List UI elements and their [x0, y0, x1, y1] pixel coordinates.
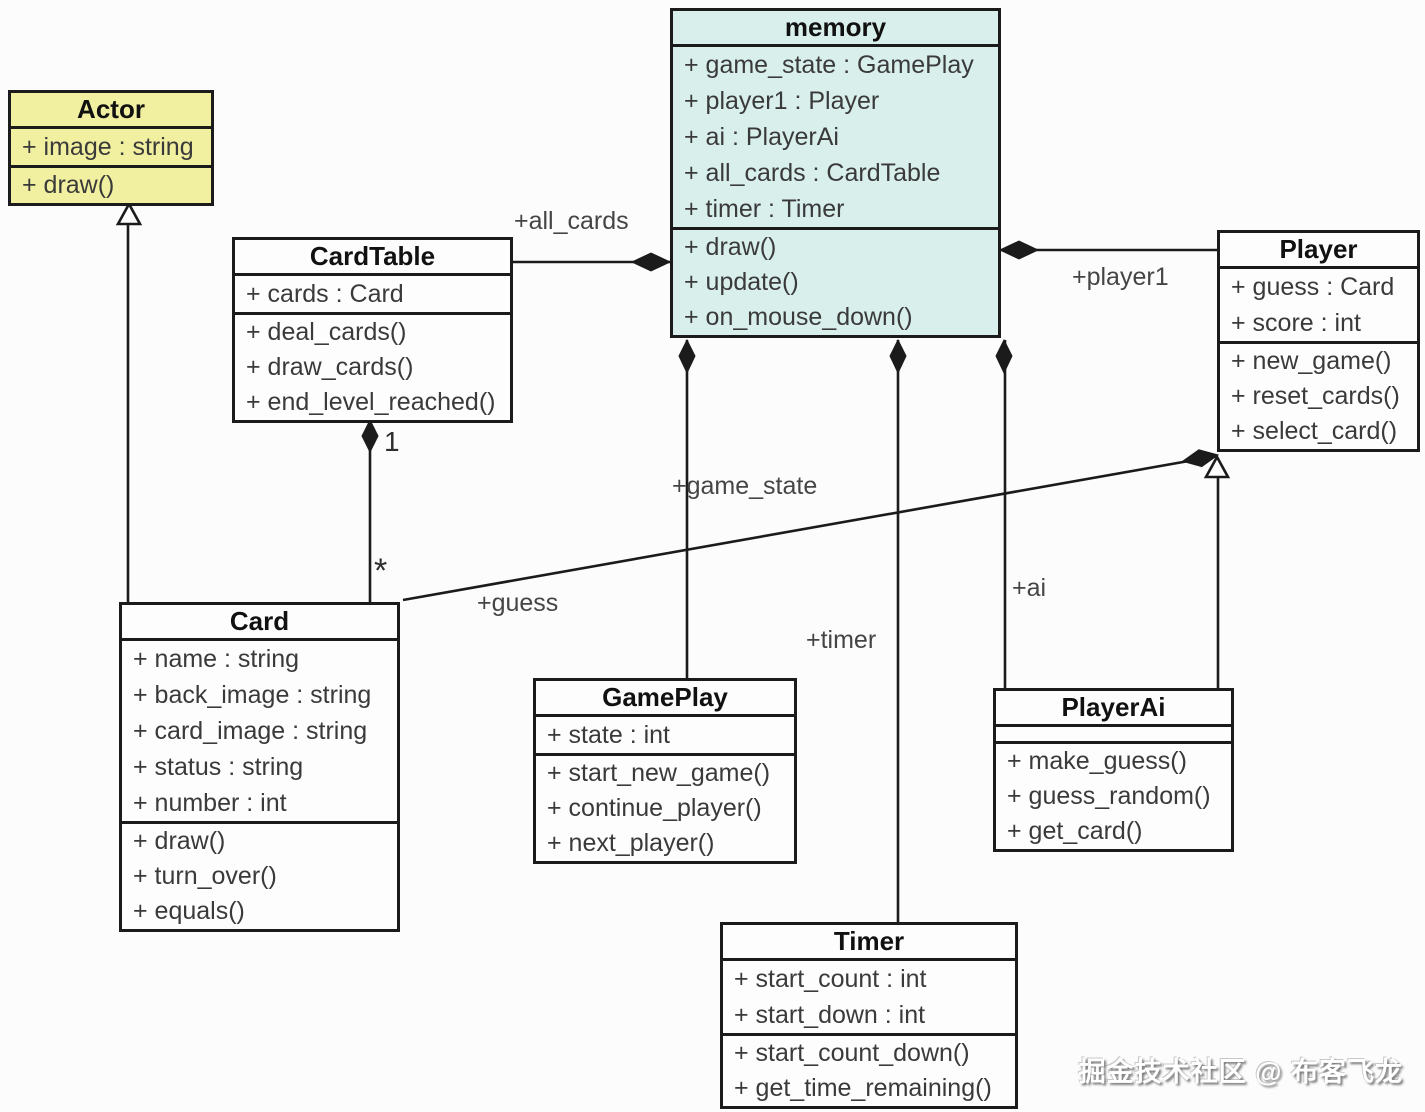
- generalization-arrow-icon: [115, 201, 143, 226]
- class-cardtable: CardTable + cards : Card + deal_cards() …: [232, 237, 513, 423]
- composition-diamond-icon: [1181, 449, 1220, 468]
- class-timer-attribute: + start_down : int: [734, 1000, 926, 1029]
- class-player-method: + select_card(): [1231, 417, 1398, 445]
- class-memory-attribute: + player1 : Player: [684, 86, 880, 115]
- class-gameplay: GamePlay + state : int + start_new_game(…: [533, 678, 797, 864]
- class-memory-method: + update(): [684, 268, 799, 296]
- class-player-attribute: + guess : Card: [1231, 272, 1395, 301]
- class-actor-method: + draw(): [22, 171, 115, 199]
- class-timer: Timer + start_count : int + start_down :…: [720, 922, 1018, 1109]
- class-player: Player + guess : Card + score : int + ne…: [1217, 230, 1420, 452]
- class-gameplay-method: + next_player(): [547, 829, 715, 857]
- class-gameplay-method: + continue_player(): [547, 794, 762, 822]
- class-memory-attribute: + game_state : GamePlay: [684, 50, 974, 79]
- composition-diamond-icon: [998, 240, 1040, 260]
- class-actor-attribute: + image : string: [22, 132, 194, 161]
- class-timer-attribute: + start_count : int: [734, 964, 927, 993]
- class-player-method: + new_game(): [1231, 347, 1392, 375]
- class-memory-attribute: + ai : PlayerAi: [684, 122, 839, 151]
- class-memory-attribute: + timer : Timer: [684, 194, 845, 223]
- class-playerai-empty-attributes: [996, 727, 1231, 744]
- class-card-method: + equals(): [133, 897, 245, 925]
- class-memory-title: memory: [673, 11, 998, 47]
- class-gameplay-title: GamePlay: [536, 681, 794, 717]
- class-memory: memory + game_state : GamePlay + player1…: [670, 8, 1001, 338]
- class-actor: Actor + image : string + draw(): [8, 90, 214, 206]
- class-playerai-method: + guess_random(): [1007, 782, 1211, 810]
- class-card-attribute: + status : string: [133, 752, 304, 781]
- class-actor-title: Actor: [11, 93, 211, 129]
- multiplicity-one: 1: [384, 426, 400, 457]
- edge-label-guess: +guess: [477, 589, 559, 617]
- class-player-method: + reset_cards(): [1231, 382, 1400, 410]
- class-timer-title: Timer: [723, 925, 1015, 961]
- class-memory-method: + draw(): [684, 233, 777, 261]
- multiplicity-star: *: [374, 552, 388, 590]
- composition-diamond-icon: [995, 338, 1013, 375]
- class-playerai-method: + make_guess(): [1007, 747, 1187, 775]
- edge-label-game-state: +game_state: [672, 472, 818, 500]
- edge-card-to-player-guess: [402, 454, 1218, 602]
- class-card-attribute: + number : int: [133, 788, 287, 817]
- class-card-attribute: + card_image : string: [133, 716, 368, 745]
- class-memory-attribute: + all_cards : CardTable: [684, 158, 941, 187]
- class-playerai-method: + get_card(): [1007, 817, 1143, 845]
- edge-label-all-cards: +all_cards: [514, 207, 629, 235]
- class-card-attribute: + name : string: [133, 644, 300, 673]
- class-card-method: + turn_over(): [133, 862, 277, 890]
- composition-diamond-icon: [630, 252, 672, 272]
- class-cardtable-method: + end_level_reached(): [246, 388, 496, 416]
- generalization-arrow-icon: [1203, 454, 1231, 479]
- class-cardtable-method: + draw_cards(): [246, 353, 414, 381]
- class-card-method: + draw(): [133, 827, 226, 855]
- class-card-title: Card: [122, 605, 397, 641]
- edge-label-timer: +timer: [806, 626, 877, 654]
- watermark: 掘金技术社区 @ 布客飞龙: [1078, 1057, 1403, 1087]
- class-gameplay-attribute: + state : int: [547, 720, 670, 749]
- class-playerai: PlayerAi + make_guess() + guess_random()…: [993, 688, 1234, 852]
- edge-label-ai: +ai: [1012, 574, 1047, 602]
- class-cardtable-attribute: + cards : Card: [246, 279, 404, 308]
- class-cardtable-title: CardTable: [235, 240, 510, 276]
- edge-label-player1: +player1: [1072, 263, 1169, 291]
- class-timer-method: + get_time_remaining(): [734, 1074, 992, 1102]
- class-memory-method: + on_mouse_down(): [684, 303, 913, 331]
- class-cardtable-method: + deal_cards(): [246, 318, 407, 346]
- class-player-attribute: + score : int: [1231, 308, 1361, 337]
- class-card-attribute: + back_image : string: [133, 680, 372, 709]
- class-card: Card + name : string + back_image : stri…: [119, 602, 400, 932]
- composition-diamond-icon: [678, 338, 696, 375]
- class-timer-method: + start_count_down(): [734, 1039, 970, 1067]
- class-player-title: Player: [1220, 233, 1417, 269]
- composition-diamond-icon: [889, 338, 907, 375]
- composition-diamond-icon: [361, 418, 379, 454]
- class-gameplay-method: + start_new_game(): [547, 759, 771, 787]
- class-playerai-title: PlayerAi: [996, 691, 1231, 727]
